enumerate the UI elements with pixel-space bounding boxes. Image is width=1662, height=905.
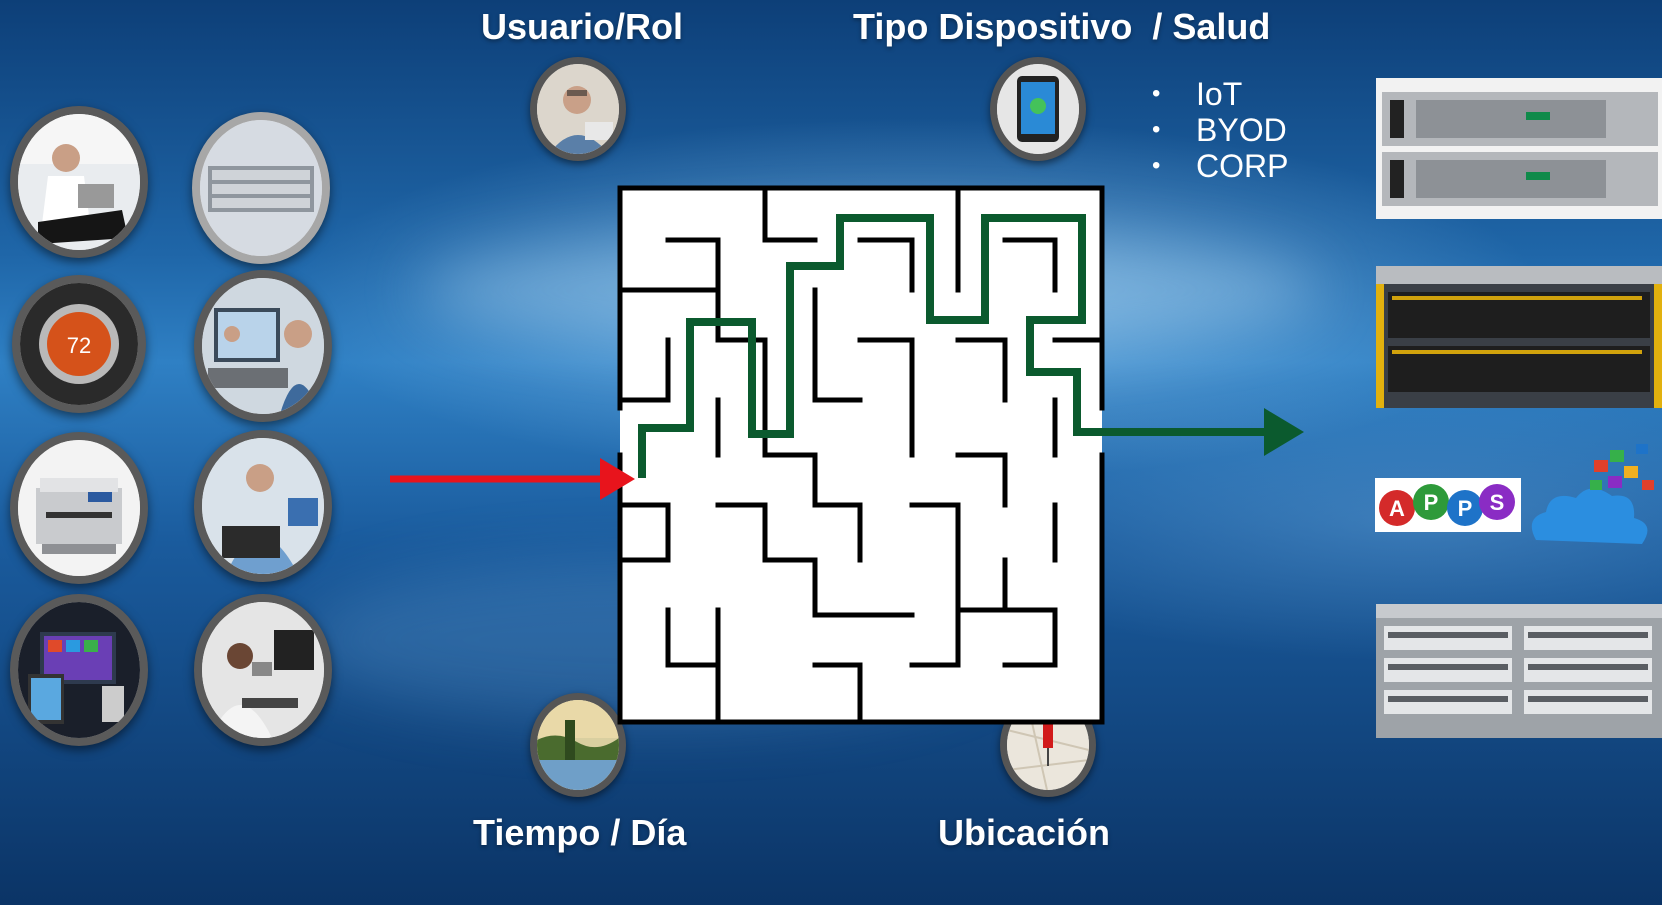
maze-solution-path	[638, 214, 1304, 478]
apps-letter: S	[1490, 490, 1505, 515]
maze-background	[620, 188, 1102, 722]
heading-device-type: Tipo Dispositivo / Salud	[853, 6, 1271, 47]
heading-user-role: Usuario/Rol	[481, 6, 684, 47]
device-type-item: IoT	[1152, 76, 1288, 112]
device-type-item: BYOD	[1152, 112, 1288, 148]
apps-icon: A P P S	[1375, 478, 1521, 532]
device-type-item: CORP	[1152, 148, 1288, 184]
thermostat-reading: 72	[67, 333, 91, 358]
switch-chassis-icon	[1376, 604, 1662, 738]
printer-icon	[10, 432, 148, 584]
tablets-icon	[10, 594, 148, 746]
device-type-list: IoT BYOD CORP	[1152, 76, 1288, 184]
landscape-icon	[530, 693, 626, 797]
thermostat-icon: 72	[12, 275, 146, 413]
office-worker-icon	[194, 430, 332, 582]
network-switch-icon	[192, 112, 330, 264]
person-laptop-icon	[10, 106, 148, 258]
tablet-health-icon	[990, 57, 1086, 161]
apps-letter: P	[1424, 490, 1439, 515]
apps-letter: A	[1389, 496, 1405, 521]
desk-worker-icon	[194, 594, 332, 746]
cloud-apps-icon	[1524, 440, 1662, 560]
rack-server-icon	[1376, 78, 1662, 219]
maze-walls	[617, 185, 1105, 725]
heading-time-day: Tiempo / Día	[473, 812, 687, 853]
user-icon	[530, 57, 626, 161]
apps-letter: P	[1458, 496, 1473, 521]
heading-location: Ubicación	[938, 812, 1111, 853]
storage-array-icon	[1376, 266, 1662, 408]
